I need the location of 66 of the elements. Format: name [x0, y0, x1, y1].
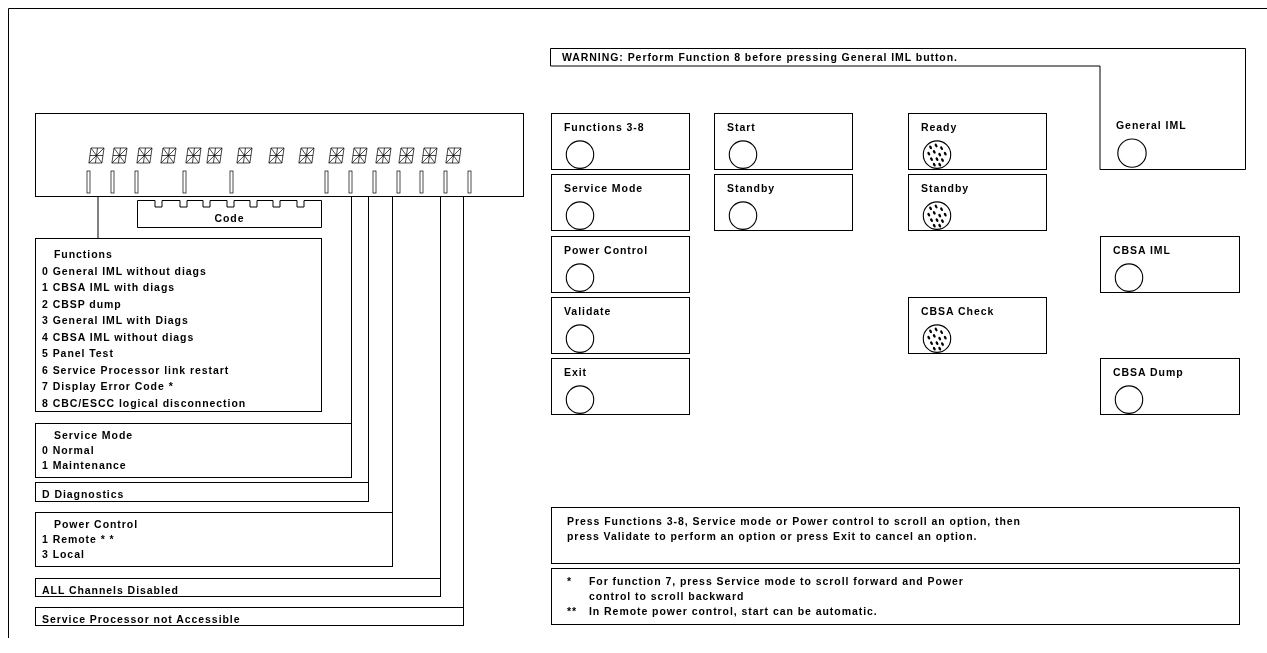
- footnote-box: [551, 568, 1240, 625]
- button-panel: [551, 236, 690, 293]
- button-label: CBSA Dump: [1113, 365, 1185, 380]
- option-text: Service Processor not Accessible: [42, 612, 242, 627]
- button-panel: [551, 358, 690, 415]
- button-panel: [551, 174, 690, 231]
- button-label: Start: [727, 120, 757, 135]
- instruction-text: Press Functions 3-8, Service mode or Power control to scroll an option, then press Validate to perform an option or press Exit to cancel an option.: [567, 514, 1022, 544]
- button-label: Validate: [564, 304, 613, 319]
- button-panel: [714, 174, 853, 231]
- option-text: 1 CBSA IML with diags: [42, 280, 177, 295]
- leader-line: [392, 196, 393, 513]
- option-text: 0 General IML without diags: [42, 263, 208, 279]
- info-box: [35, 238, 322, 412]
- indicator-panel: [908, 174, 1047, 231]
- option-text: 3 Local: [42, 547, 86, 562]
- option-text: 6 Service Processor link restart: [42, 362, 231, 378]
- button-label: General IML: [1116, 118, 1188, 133]
- leader-line: [463, 196, 464, 608]
- button-label: Ready: [921, 120, 959, 135]
- option-text: 1 Remote * *: [42, 532, 116, 547]
- leader-line: [368, 196, 369, 483]
- footnote-mark: **: [567, 604, 579, 619]
- option-text: 8 CBC/ESCC logical disconnection: [42, 395, 248, 411]
- footnote-mark: *: [567, 574, 574, 589]
- button-label: Service Mode: [564, 181, 645, 196]
- button-label: Power Control: [564, 243, 650, 258]
- footnote-text: In Remote power control, start can be automatic.: [589, 604, 879, 619]
- button-label: Exit: [564, 365, 589, 380]
- display-panel: [35, 113, 524, 197]
- box-heading: Functions: [53, 247, 114, 262]
- option-text: 7 Display Error Code *: [42, 379, 175, 394]
- leader-line: [351, 196, 352, 424]
- button-label: CBSA IML: [1113, 243, 1172, 258]
- button-label: CBSA Check: [921, 304, 996, 319]
- box-heading: Service Mode: [53, 428, 135, 443]
- box-heading: Power Control: [53, 517, 140, 532]
- info-box: [35, 578, 441, 597]
- info-box: [35, 512, 393, 567]
- info-box: [35, 607, 464, 626]
- button-panel: [1100, 236, 1240, 293]
- button-panel: [714, 113, 853, 170]
- button-panel: [551, 297, 690, 354]
- button-panel: [1100, 358, 1240, 415]
- warning-text: WARNING: Perform Function 8 before pressing General IML button.: [562, 50, 958, 65]
- option-text: ALL Channels Disabled: [42, 583, 180, 598]
- indicator-panel: [908, 113, 1047, 170]
- button-panel: [551, 113, 690, 170]
- info-box: [35, 482, 369, 502]
- option-text: 1 Maintenance: [42, 458, 128, 473]
- option-text: 5 Panel Test: [42, 346, 115, 361]
- info-box: [35, 423, 352, 478]
- button-label: Standby: [727, 181, 777, 196]
- button-label: Functions 3-8: [564, 120, 646, 135]
- instruction-box: [551, 507, 1240, 564]
- option-text: 2 CBSP dump: [42, 296, 123, 312]
- code-label: Code: [213, 211, 246, 226]
- leader-line: [97, 196, 99, 239]
- indicator-panel: [908, 297, 1047, 354]
- footnote-text: For function 7, press Service mode to scroll forward and Power control to scroll backward: [589, 574, 965, 604]
- leader-line: [440, 196, 441, 579]
- option-text: 0 Normal: [42, 443, 96, 458]
- button-label: Standby: [921, 181, 971, 196]
- option-text: 3 General IML with Diags: [42, 313, 190, 328]
- option-text: D Diagnostics: [42, 487, 126, 502]
- option-text: 4 CBSA IML without diags: [42, 329, 196, 345]
